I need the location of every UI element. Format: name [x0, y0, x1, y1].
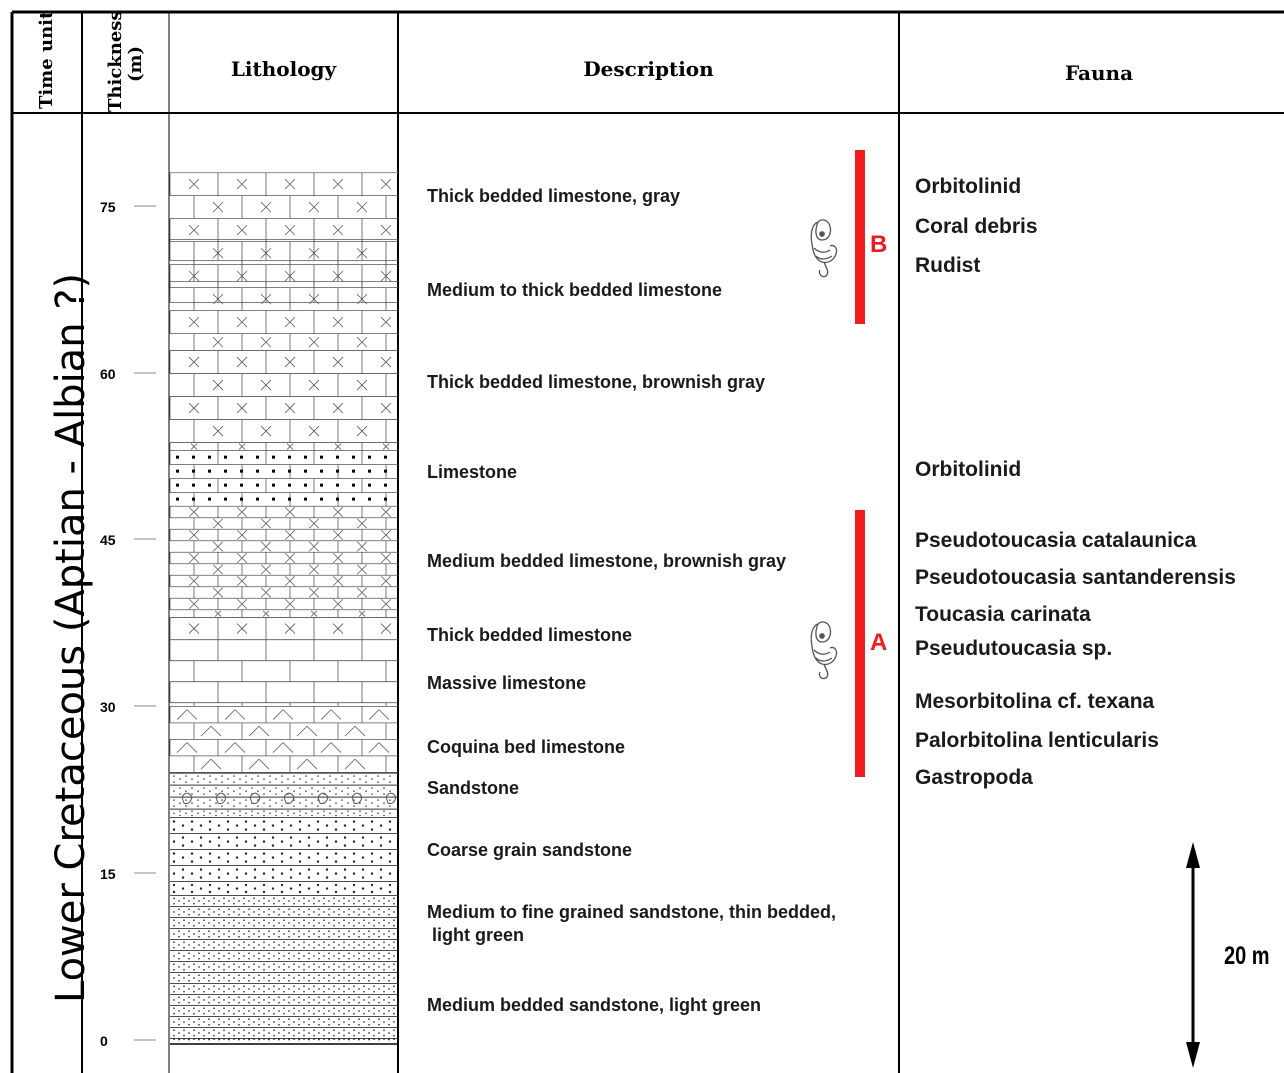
fauna-item: Pseudotoucasia catalaunica — [915, 529, 1197, 552]
description-text: Thick bedded limestone, gray — [427, 186, 681, 206]
description-text: Coarse grain sandstone — [427, 840, 633, 860]
description-text: Massive limestone — [427, 673, 587, 693]
description-text: Medium bedded limestone, brownish gray — [427, 551, 787, 571]
fauna-item: Orbitolinid — [915, 458, 1022, 481]
thickness-tick: 60 — [100, 366, 116, 382]
fauna-item: Mesorbitolina cf. texana — [915, 690, 1155, 713]
header-description: Description — [583, 57, 714, 81]
fauna-item: Palorbitolina lenticularis — [915, 729, 1159, 752]
thickness-tick: 45 — [100, 532, 116, 548]
fauna-item: Rudist — [915, 254, 981, 277]
unit-bars — [855, 150, 865, 777]
fauna-item: Toucasia carinata — [915, 603, 1091, 626]
fauna-item: Pseudotoucasia santanderensis — [915, 566, 1236, 589]
unit-bar-b — [855, 150, 865, 324]
description-text: light green — [427, 925, 525, 945]
scale-bar-label: 20 m — [1224, 942, 1270, 970]
description-text: Thick bedded limestone, brownish gray — [427, 372, 766, 392]
thickness-tick: 15 — [100, 866, 116, 882]
rudist-fossil-icon — [810, 621, 838, 680]
fauna-item: Coral debris — [915, 215, 1038, 238]
thickness-tick: 75 — [100, 199, 116, 215]
lithology-column — [169, 172, 398, 1045]
description-text: Thick bedded limestone — [427, 625, 633, 645]
thickness-tick: 0 — [100, 1033, 108, 1049]
scale-bar-arrow — [1186, 842, 1200, 1068]
thickness-tick: 30 — [100, 699, 116, 715]
fauna-item: Orbitolinid — [915, 175, 1022, 198]
header-lithology: Lithology — [230, 57, 337, 81]
description-text: Medium to thick bedded limestone — [427, 280, 723, 300]
unit-bar-a — [855, 510, 865, 777]
description-text: Limestone — [427, 462, 518, 482]
header-fauna: Fauna — [1064, 60, 1134, 85]
description-text: Sandstone — [427, 778, 520, 798]
description-text: Medium to fine grained sandstone, thin b… — [427, 902, 837, 922]
thickness-tick-marks — [134, 205, 156, 1041]
description-text: Coquina bed limestone — [427, 737, 626, 757]
header-time-unit: Time unit — [36, 10, 57, 109]
rudist-fossil-icon — [810, 219, 838, 278]
unit-label-b: B — [870, 231, 888, 258]
description-text: Medium bedded sandstone, light green — [427, 995, 762, 1015]
fauna-item: Pseudutoucasia sp. — [915, 637, 1113, 660]
fauna-item: Gastropoda — [915, 766, 1033, 789]
unit-label-a: A — [870, 629, 888, 656]
time-unit-label: Lower Cretaceous (Aptian - Albian ?) — [48, 272, 94, 1003]
